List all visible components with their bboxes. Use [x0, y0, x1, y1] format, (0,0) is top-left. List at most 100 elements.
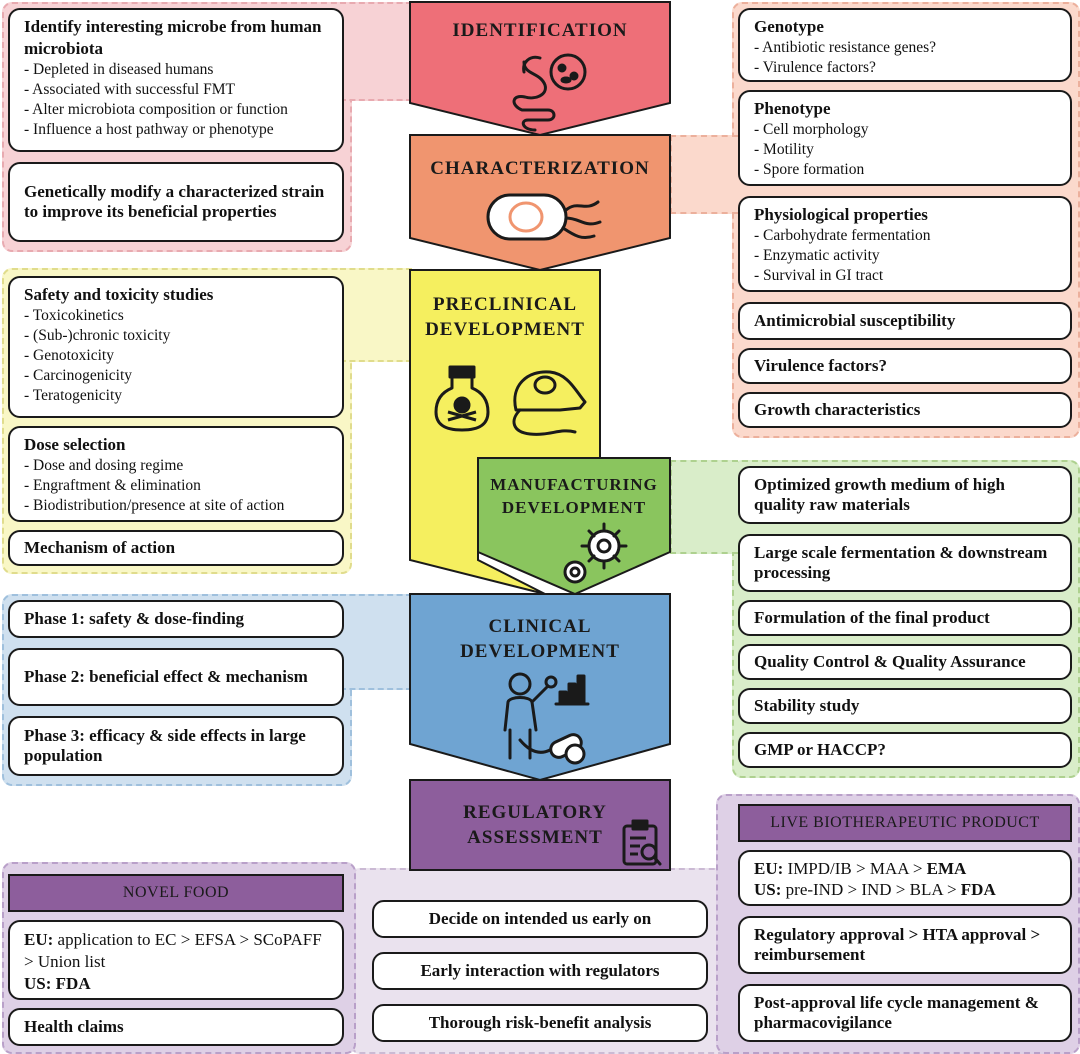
safety-item: - (Sub-)chronic toxicity — [24, 327, 171, 344]
mechanism-text: Mechanism of action — [24, 538, 176, 557]
stage-clinical: CLINICAL DEVELOPMENT — [410, 614, 670, 664]
identification-connector — [340, 2, 412, 101]
poison-bottle-icon — [434, 365, 490, 432]
post-approval-box: Post-approval life cycle management & ph… — [738, 984, 1072, 1042]
novel-food-us-line: US: FDA — [24, 973, 328, 995]
antimicrobial-box: Antimicrobial susceptibility — [738, 302, 1072, 340]
phenotype-item: - Spore formation — [754, 161, 865, 178]
phase3-text: Phase 3: efficacy & side effects in larg… — [24, 726, 306, 765]
safety-toxicity-box: Safety and toxicity studies - Toxicokine… — [8, 276, 344, 418]
qcqa-box: Quality Control & Quality Assurance — [738, 644, 1072, 680]
stage-manufacturing-line1: MANUFACTURING — [490, 475, 658, 494]
phenotype-box: Phenotype - Cell morphology - Motility -… — [738, 90, 1072, 186]
safety-item: - Carcinogenicity — [24, 367, 133, 384]
identify-title: Identify interesting microbe from human … — [24, 17, 322, 58]
phase2-text: Phase 2: beneficial effect & mechanism — [24, 667, 308, 686]
genotype-item: - Virulence factors? — [754, 59, 876, 76]
virulence-text: Virulence factors? — [754, 356, 887, 375]
physio-title: Physiological properties — [754, 205, 928, 224]
novel-food-eu-label: EU: — [24, 930, 54, 949]
health-claims-box: Health claims — [8, 1008, 344, 1046]
virulence-box: Virulence factors? — [738, 348, 1072, 384]
physio-item: - Survival in GI tract — [754, 267, 884, 284]
dose-title: Dose selection — [24, 435, 126, 454]
safety-item: - Teratogenicity — [24, 387, 123, 404]
stage-regulatory-line2: ASSESSMENT — [467, 827, 603, 848]
safety-title: Safety and toxicity studies — [24, 285, 214, 304]
regulatory-approval-text: Regulatory approval > HTA approval > rei… — [754, 925, 1041, 964]
physio-item: - Carbohydrate fermentation — [754, 227, 931, 244]
stage-manufacturing-line2: DEVELOPMENT — [501, 498, 647, 517]
formulation-text: Formulation of the final product — [754, 608, 990, 627]
novel-food-eu-line: EU: application to EC > EFSA > SCoPAFF >… — [24, 929, 328, 973]
stage-identification: IDENTIFICATION — [452, 20, 628, 41]
genotype-box: Genotype - Antibiotic resistance genes? … — [738, 8, 1072, 82]
mechanism-box: Mechanism of action — [8, 530, 344, 566]
decide-use-box: Decide on intended us early on — [372, 900, 708, 938]
lbp-eu-us-box: EU: IMPD/IB > MAA > EMA US: pre-IND > IN… — [738, 850, 1072, 906]
phenotype-item: - Motility — [754, 141, 814, 158]
gmp-box: GMP or HACCP? — [738, 732, 1072, 768]
lbp-us-text: pre-IND > IND > BLA > — [781, 880, 961, 899]
safety-item: - Toxicokinetics — [24, 307, 124, 324]
physiological-box: Physiological properties - Carbohydrate … — [738, 196, 1072, 292]
identify-item: - Depleted in diseased humans — [24, 61, 214, 78]
gears-icon — [563, 522, 628, 584]
novel-food-us-text: FDA — [51, 974, 91, 993]
regulatory-approval-box: Regulatory approval > HTA approval > rei… — [738, 916, 1072, 974]
post-approval-text: Post-approval life cycle management & ph… — [754, 993, 1039, 1032]
phase1-text: Phase 1: safety & dose-finding — [24, 609, 245, 628]
phase2-box: Phase 2: beneficial effect & mechanism — [8, 648, 344, 706]
gmp-text: GMP or HACCP? — [754, 740, 886, 759]
genetically-modify-text: Genetically modify a characterized strai… — [24, 182, 325, 221]
stage-clinical-line1: CLINICAL — [488, 616, 592, 637]
identify-item: - Alter microbiota composition or functi… — [24, 101, 288, 118]
phase1-box: Phase 1: safety & dose-finding — [8, 600, 344, 638]
risk-benefit-box: Thorough risk-benefit analysis — [372, 1004, 708, 1042]
lbp-eu-bold: EMA — [926, 859, 967, 878]
bacterium-icon — [486, 193, 602, 241]
stage-preclinical: PRECLINICAL DEVELOPMENT — [410, 292, 600, 342]
stage-clinical-line2: DEVELOPMENT — [460, 641, 620, 662]
lbp-eu-label: EU: — [754, 859, 784, 878]
fermentation-box: Large scale fermentation & downstream pr… — [738, 534, 1072, 592]
lbp-header: LIVE BIOTHERAPEUTIC PRODUCT — [738, 804, 1072, 842]
decide-use-text: Decide on intended us early on — [428, 909, 652, 928]
stability-box: Stability study — [738, 688, 1072, 724]
pills-icon — [549, 733, 586, 765]
fermentation-text: Large scale fermentation & downstream pr… — [754, 543, 1048, 582]
mouse-icon — [512, 370, 587, 436]
novel-food-header: NOVEL FOOD — [8, 874, 344, 912]
phenotype-title: Phenotype — [754, 99, 831, 118]
physio-item: - Enzymatic activity — [754, 247, 880, 264]
stability-text: Stability study — [754, 696, 860, 715]
health-claims-text: Health claims — [24, 1017, 124, 1036]
patient-chart-icon — [503, 672, 590, 760]
growth-text: Growth characteristics — [754, 400, 921, 419]
manufacturing-connector — [670, 460, 738, 554]
lbp-us-bold: FDA — [960, 880, 996, 899]
novel-food-us-label: US: — [24, 974, 52, 993]
lbp-eu-text: IMPD/IB > MAA > — [783, 859, 927, 878]
lbp-eu-line: EU: IMPD/IB > MAA > EMA — [754, 858, 1056, 879]
phase3-box: Phase 3: efficacy & side effects in larg… — [8, 716, 344, 776]
genetically-modify-box: Genetically modify a characterized strai… — [8, 162, 344, 242]
phenotype-item: - Cell morphology — [754, 121, 869, 138]
growth-medium-box: Optimized growth medium of high quality … — [738, 466, 1072, 524]
stage-characterization: CHARACTERIZATION — [430, 158, 650, 179]
dose-item: - Engraftment & elimination — [24, 477, 201, 494]
lbp-us-label: US: — [754, 880, 782, 899]
gut-microbe-icon — [512, 53, 587, 132]
lbp-us-line: US: pre-IND > IND > BLA > FDA — [754, 879, 1056, 900]
clipboard-search-icon — [622, 819, 662, 866]
manufacturing-chevron — [477, 457, 671, 596]
dose-selection-box: Dose selection - Dose and dosing regime … — [8, 426, 344, 522]
growth-medium-text: Optimized growth medium of high quality … — [754, 475, 1005, 514]
novel-food-eu-text: application to EC > EFSA > SCoPAFF > Uni… — [24, 930, 322, 971]
dose-item: - Biodistribution/presence at site of ac… — [24, 497, 285, 514]
risk-benefit-text: Thorough risk-benefit analysis — [428, 1013, 652, 1032]
qcqa-text: Quality Control & Quality Assurance — [754, 652, 1026, 671]
safety-item: - Genotoxicity — [24, 347, 114, 364]
early-interaction-text: Early interaction with regulators — [420, 961, 660, 980]
stage-preclinical-line2: DEVELOPMENT — [425, 319, 585, 340]
